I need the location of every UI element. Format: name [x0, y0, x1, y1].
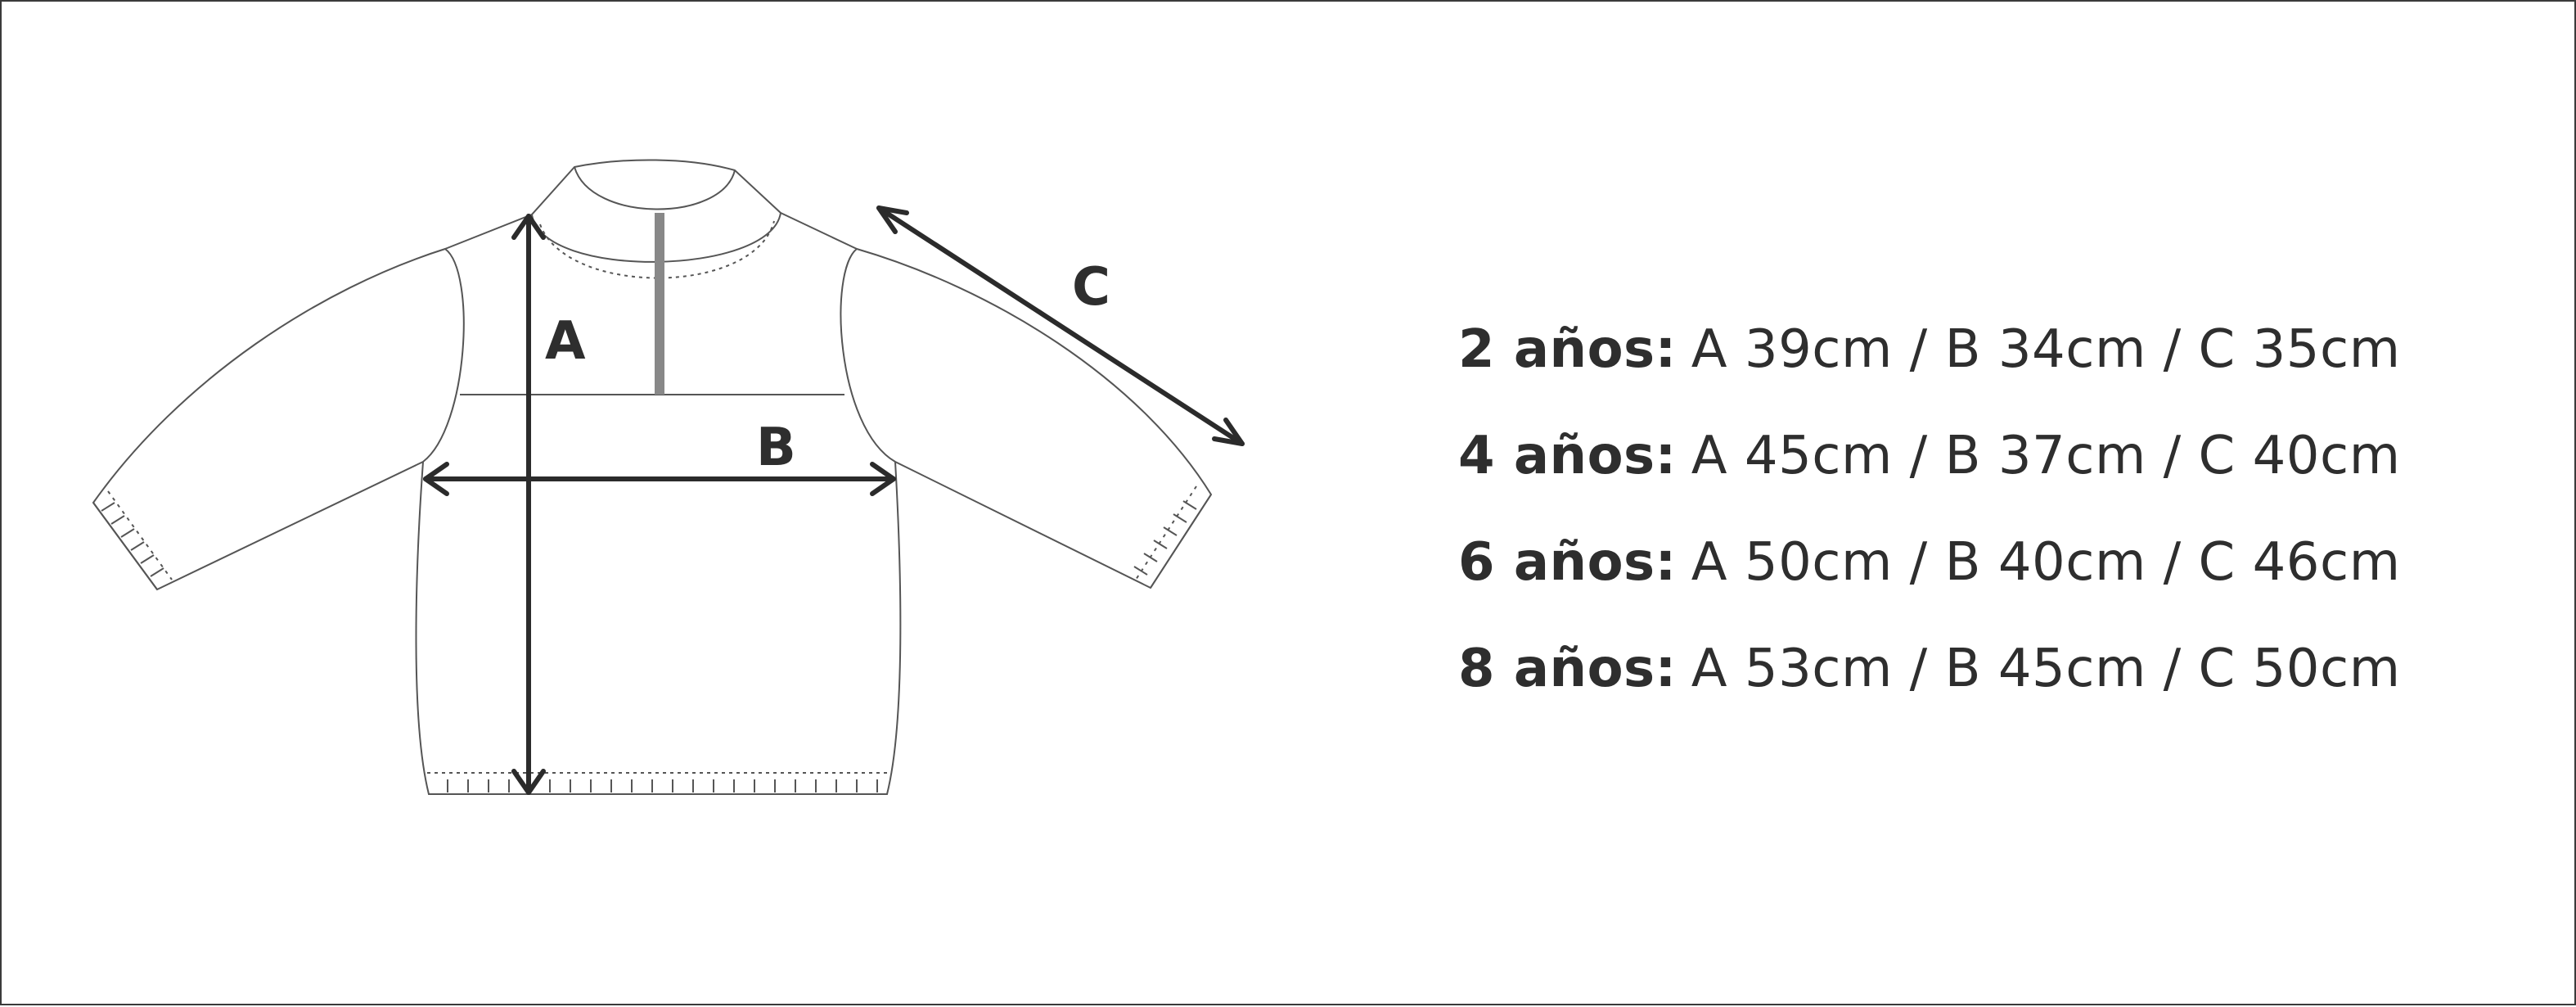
collar-outline — [530, 159, 782, 263]
size-age: 4 años: — [1458, 426, 1677, 486]
size-age: 8 años: — [1458, 639, 1677, 699]
right-sleeve-outline — [840, 247, 1213, 589]
collar-inner-curve — [574, 166, 736, 210]
measure-label-c: C — [1072, 257, 1110, 318]
size-dimensions: A 45cm / B 37cm / C 40cm — [1691, 426, 2401, 486]
size-dimensions: A 53cm / B 45cm / C 50cm — [1691, 639, 2401, 699]
left-sleeve-outline — [92, 247, 465, 591]
waistband-rib — [427, 772, 889, 793]
size-row-8: 8 años:A 53cm / B 45cm / C 50cm — [1458, 628, 2522, 734]
left-cuff-rib — [92, 490, 173, 590]
garment-body-outline — [415, 461, 902, 795]
size-dimensions: A 50cm / B 40cm / C 46cm — [1691, 532, 2401, 593]
measure-label-b: B — [756, 418, 796, 478]
garment-diagram: A B C — [92, 159, 1245, 795]
yoke-outline — [444, 212, 858, 395]
size-age: 6 años: — [1458, 532, 1677, 593]
measure-label-a: A — [545, 311, 586, 372]
size-row-2: 2 años:A 39cm / B 34cm / C 35cm — [1458, 309, 2522, 415]
size-age: 2 años: — [1458, 319, 1677, 380]
size-row-6: 6 años:A 50cm / B 40cm / C 46cm — [1458, 522, 2522, 628]
size-dimensions: A 39cm / B 34cm / C 35cm — [1691, 319, 2401, 380]
measure-arrow-a — [511, 214, 546, 795]
measure-arrow-c — [876, 205, 1245, 446]
collar-stitching — [539, 220, 775, 279]
right-cuff-rib — [1133, 485, 1212, 589]
size-table: 2 años:A 39cm / B 34cm / C 35cm 4 años:A… — [1458, 309, 2522, 734]
size-row-4: 4 años:A 45cm / B 37cm / C 40cm — [1458, 415, 2522, 522]
measure-arrow-b — [423, 462, 896, 496]
